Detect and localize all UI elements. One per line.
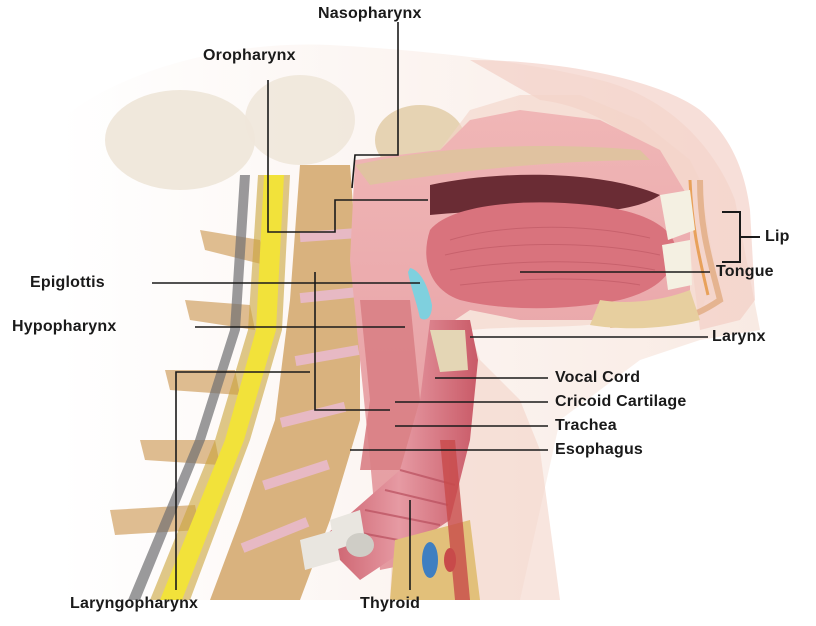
- label-tongue: Tongue: [716, 264, 774, 280]
- label-trachea: Trachea: [555, 418, 617, 434]
- label-hypopharynx: Hypopharynx: [12, 319, 116, 335]
- label-lip: Lip: [765, 229, 790, 245]
- label-thyroid: Thyroid: [360, 596, 420, 612]
- label-cricoid-cartilage: Cricoid Cartilage: [555, 394, 686, 410]
- label-epiglottis: Epiglottis: [30, 275, 105, 291]
- label-esophagus: Esophagus: [555, 442, 643, 458]
- label-laryngopharynx: Laryngopharynx: [70, 596, 198, 612]
- tongue-shape: [426, 202, 675, 308]
- label-vocal-cord: Vocal Cord: [555, 370, 640, 386]
- label-oropharynx: Oropharynx: [203, 48, 296, 64]
- label-larynx: Larynx: [712, 329, 766, 345]
- label-nasopharynx: Nasopharynx: [318, 6, 422, 22]
